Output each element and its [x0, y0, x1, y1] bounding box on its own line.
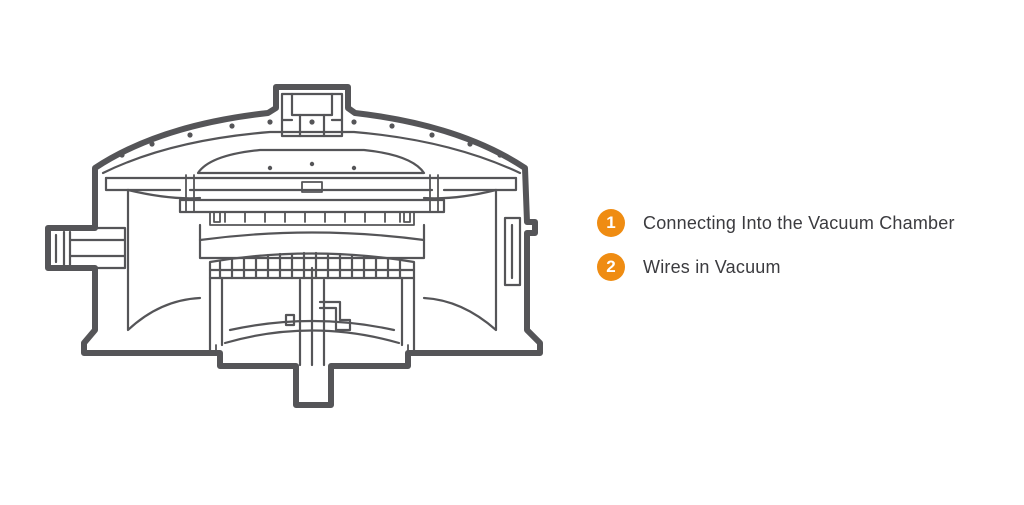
support-brackets — [185, 174, 439, 356]
legend-label: Wires in Vacuum — [643, 256, 781, 277]
bolt-holes — [119, 119, 503, 171]
legend-item-1[interactable]: 1 Connecting Into the Vacuum Chamber — [597, 208, 955, 238]
upper-lid — [104, 148, 518, 214]
chamber-outer-shell — [45, 84, 543, 408]
number-badge: 2 — [597, 253, 625, 281]
legend: 1 Connecting Into the Vacuum Chamber 2 W… — [597, 208, 955, 296]
vacuum-chamber-diagram — [45, 84, 543, 408]
number-badge: 1 — [597, 209, 625, 237]
left-port — [54, 188, 202, 332]
top-port — [280, 92, 344, 138]
inner-vessel — [198, 223, 426, 280]
inner-dome — [101, 130, 522, 175]
lower-chamber — [208, 266, 416, 367]
legend-label: Connecting Into the Vacuum Chamber — [643, 212, 955, 233]
grid-plate — [209, 211, 415, 226]
legend-item-2[interactable]: 2 Wires in Vacuum — [597, 252, 955, 282]
